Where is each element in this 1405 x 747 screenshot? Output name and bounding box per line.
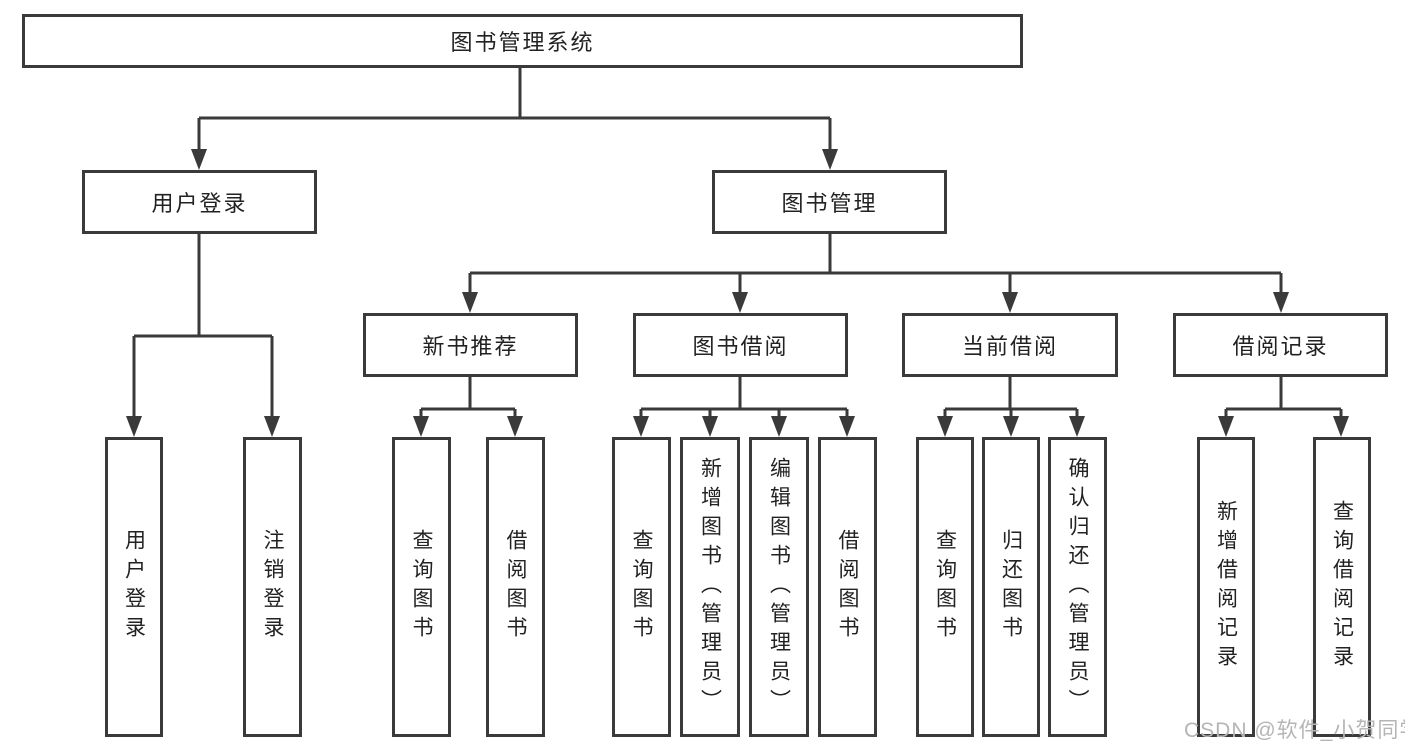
csdn-watermark: CSDN @软件_小贺同学 xyxy=(1184,719,1405,742)
leaf-current-return-books: 归还图书 xyxy=(982,437,1040,737)
node-label: 借阅图书 xyxy=(504,529,527,645)
leaf-recommend-query-books: 查询图书 xyxy=(392,437,451,737)
leaf-borrow-query-books: 查询图书 xyxy=(612,437,671,737)
node-label: 新增借阅记录 xyxy=(1214,500,1238,674)
leaf-recommend-borrow-books: 借阅图书 xyxy=(486,437,545,737)
node-label: 查询借阅记录 xyxy=(1330,500,1354,674)
node-label: 归还图书 xyxy=(999,529,1023,645)
node-label: 编辑图书（管理员） xyxy=(767,456,791,718)
leaf-borrow-borrow-books: 借阅图书 xyxy=(818,437,877,737)
node-current-borrow: 当前借阅 xyxy=(902,313,1118,377)
node-label: 查询图书 xyxy=(933,529,957,645)
leaf-current-confirm-return-admin: 确认归还（管理员） xyxy=(1048,437,1107,737)
leaf-current-query-books: 查询图书 xyxy=(916,437,974,737)
node-root: 图书管理系统 xyxy=(22,14,1023,68)
node-label: 当前借阅 xyxy=(961,334,1058,359)
leaf-records-add-record: 新增借阅记录 xyxy=(1197,437,1255,737)
node-borrow-records: 借阅记录 xyxy=(1173,313,1388,377)
leaf-records-query-record: 查询借阅记录 xyxy=(1313,437,1371,737)
node-label: 注销登录 xyxy=(261,529,284,645)
node-label: 借阅记录 xyxy=(1232,334,1329,359)
leaf-borrow-add-books-admin: 新增图书（管理员） xyxy=(680,437,740,737)
node-label: 新增图书（管理员） xyxy=(698,456,722,718)
node-label: 新书推荐 xyxy=(422,334,519,359)
node-label: 图书借阅 xyxy=(692,334,789,359)
node-book-management: 图书管理 xyxy=(712,170,947,234)
node-label: 借阅图书 xyxy=(836,529,859,645)
node-label: 图书管理系统 xyxy=(450,30,595,55)
node-label: 图书管理 xyxy=(781,191,878,216)
node-label: 确认归还（管理员） xyxy=(1066,456,1089,718)
leaf-borrow-edit-books-admin: 编辑图书（管理员） xyxy=(749,437,809,737)
node-label: 用户登录 xyxy=(122,529,146,645)
node-book-borrow: 图书借阅 xyxy=(633,313,848,377)
node-label: 查询图书 xyxy=(630,529,653,645)
node-label: 查询图书 xyxy=(410,529,433,645)
leaf-logout: 注销登录 xyxy=(243,437,302,737)
node-label: 用户登录 xyxy=(151,191,248,216)
node-user-login: 用户登录 xyxy=(82,170,317,234)
node-new-book-recommend: 新书推荐 xyxy=(363,313,578,377)
leaf-user-login: 用户登录 xyxy=(105,437,163,737)
